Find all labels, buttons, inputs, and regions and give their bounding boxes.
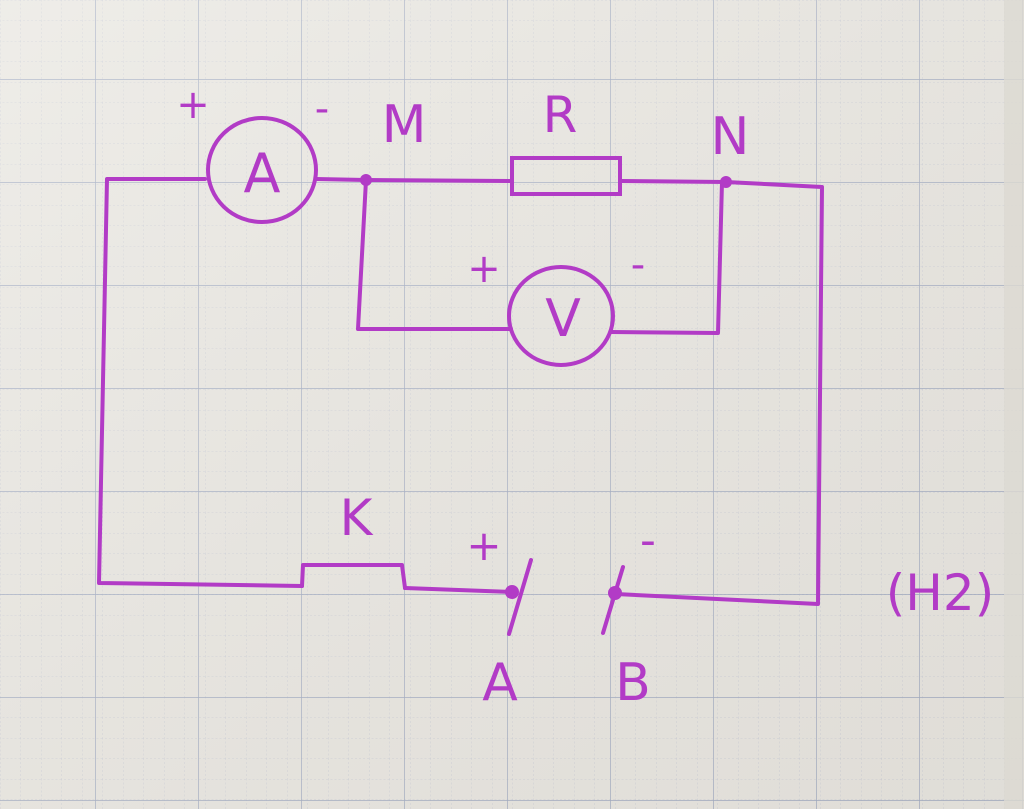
- terminal-a-label: A: [482, 653, 518, 713]
- voltmeter-minus-label: -: [631, 242, 645, 288]
- node-n-label: N: [711, 107, 750, 167]
- wire-ammeter-to-m: [314, 177, 368, 182]
- voltmeter-branch-right: [609, 180, 724, 335]
- switch-k-label: K: [340, 489, 374, 547]
- source-plus-label: +: [466, 521, 501, 570]
- resistor-r-symbol: [510, 156, 622, 196]
- page-edge: [1004, 0, 1024, 809]
- voltmeter-symbol-label: V: [545, 289, 581, 349]
- wire-m-to-resistor: [364, 178, 514, 183]
- node-m-label: M: [382, 95, 427, 155]
- wire-n-to-right: [614, 180, 824, 606]
- wire-resistor-to-n: [618, 179, 728, 184]
- ammeter-plus-label: +: [176, 82, 210, 128]
- wire-left-top: [97, 177, 304, 588]
- voltmeter-branch-left: [356, 178, 513, 331]
- voltmeter-plus-label: +: [467, 246, 501, 292]
- terminal-b-slash: [601, 565, 625, 635]
- wire-switch-to-a: [403, 586, 514, 594]
- terminal-a-dot: [505, 585, 519, 599]
- switch-k-symbol: [300, 563, 407, 590]
- ammeter-circle: [206, 116, 318, 224]
- node-n-dot: [720, 176, 732, 188]
- terminal-a-slash: [507, 558, 533, 636]
- resistor-r-label: R: [543, 86, 578, 144]
- ammeter-minus-label: -: [315, 86, 329, 132]
- source-minus-label: -: [640, 515, 656, 566]
- terminal-b-dot: [608, 586, 622, 600]
- voltmeter-circle: [507, 265, 615, 367]
- node-m-dot: [360, 174, 372, 186]
- ammeter-symbol-label: A: [244, 142, 281, 205]
- terminal-b-label: B: [615, 653, 651, 713]
- figure-ref-label: (H2): [886, 564, 994, 622]
